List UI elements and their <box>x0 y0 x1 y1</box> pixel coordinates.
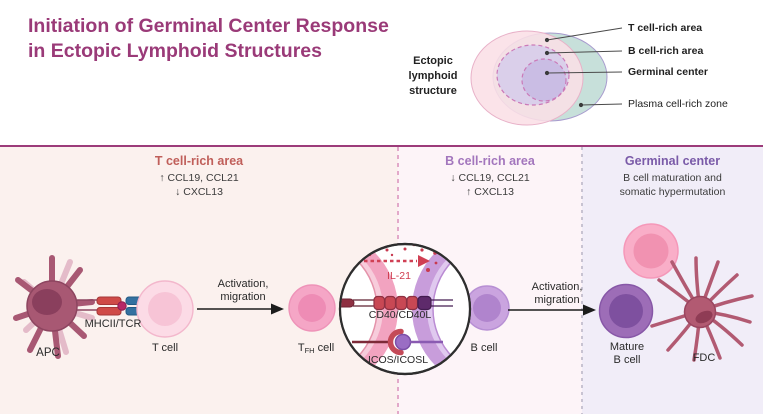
b-section-chemokine-down: ↓ CCL19, CCL21 <box>450 172 530 184</box>
activation-migration-text-2: Activation, migration <box>532 281 583 307</box>
gc-section-subtitle-2: somatic hypermutation <box>619 186 726 198</box>
gc-section-title: Germinal center <box>624 154 721 168</box>
t-section-header: T cell-rich area ↑ CCL19, CCL21 ↓ CXCL13 <box>0 154 398 199</box>
mature-b-cell-label: Mature B cell <box>610 341 644 367</box>
t-section-chemokine-up: ↑ CCL19, CCL21 <box>159 172 239 184</box>
ectopic-label-line: lymphoid <box>408 70 458 82</box>
page-title: Initiation of Germinal Center Response i… <box>28 14 389 64</box>
b-section-title: B cell-rich area <box>445 154 535 168</box>
gc-pink-cell <box>623 223 679 279</box>
icos-icosl-complex <box>352 328 443 356</box>
annotation-leader-lines <box>546 27 623 106</box>
t-cell <box>136 280 194 338</box>
il21-label: IL-21 <box>387 270 411 282</box>
fdc-cell <box>650 256 754 362</box>
mhcii-tcr-label: MHCII/TCR <box>84 318 142 330</box>
arrow1-line-1: Activation, <box>217 278 269 290</box>
annotation-dots <box>544 37 584 108</box>
t-section-title: T cell-rich area <box>154 154 244 168</box>
annotation-t-cell-rich-area: T cell-rich area <box>628 22 703 34</box>
ectopic-structure-diagram <box>470 27 623 126</box>
tfh-cell <box>288 284 336 332</box>
title-line-1: Initiation of Germinal Center Response <box>28 15 389 37</box>
tfh-cell-label: TFH cell <box>298 342 334 357</box>
arrow2-line-2: migration <box>534 294 580 306</box>
mature-b-cell <box>598 283 654 339</box>
fdc-label: FDC <box>692 352 716 364</box>
apc-label: APC <box>36 347 60 359</box>
t-section-chemokine-down: ↓ CXCL13 <box>175 186 223 198</box>
cd40-cd40l-label: CD40/CD40L <box>368 309 432 321</box>
b-section-header: B cell-rich area ↓ CCL19, CCL21 ↑ CXCL13 <box>398 154 582 199</box>
tfh-label-sub: FH <box>304 346 315 355</box>
ectopic-structure-label: Ectopic lymphoid structure <box>395 54 471 99</box>
activation-migration-arrow-2 <box>508 304 596 316</box>
icos-icosl-label: ICOS/ICOSL <box>367 354 429 366</box>
b-section-chemokine-up: ↑ CXCL13 <box>466 186 514 198</box>
ectopic-label-line: structure <box>409 85 457 97</box>
tfh-label-rest: cell <box>314 342 335 354</box>
arrow1-line-2: migration <box>220 291 266 303</box>
activation-migration-arrow-1 <box>197 303 284 315</box>
gc-section-header: Germinal center B cell maturation and so… <box>582 154 763 199</box>
apc-cell <box>13 255 95 359</box>
b-cell-label: B cell <box>470 342 498 354</box>
gc-section-subtitle-1: B cell maturation and <box>623 172 722 184</box>
cd40-cd40l-complex <box>341 295 453 311</box>
b-cell <box>464 285 510 331</box>
tfh-label-main: T <box>297 342 305 354</box>
annotation-b-cell-rich-area: B cell-rich area <box>628 45 704 57</box>
title-line-2: in Ectopic Lymphoid Structures <box>28 40 322 62</box>
panel-top-rule <box>0 145 763 147</box>
germinal-center-zone-ellipse <box>521 58 567 102</box>
t-cell-rich-section <box>0 147 398 414</box>
annotation-plasma-cell-rich-zone: Plasma cell-rich zone <box>628 98 728 110</box>
mature-label-line-1: Mature <box>609 341 645 353</box>
ectopic-label-line: Ectopic <box>413 55 453 67</box>
section-divider-2 <box>581 147 583 414</box>
activation-migration-text-1: Activation, migration <box>218 278 269 304</box>
annotation-germinal-center: Germinal center <box>628 66 708 78</box>
mature-label-line-2: B cell <box>613 354 641 366</box>
t-cell-label: T cell <box>151 342 179 354</box>
arrow2-line-1: Activation, <box>531 281 583 293</box>
